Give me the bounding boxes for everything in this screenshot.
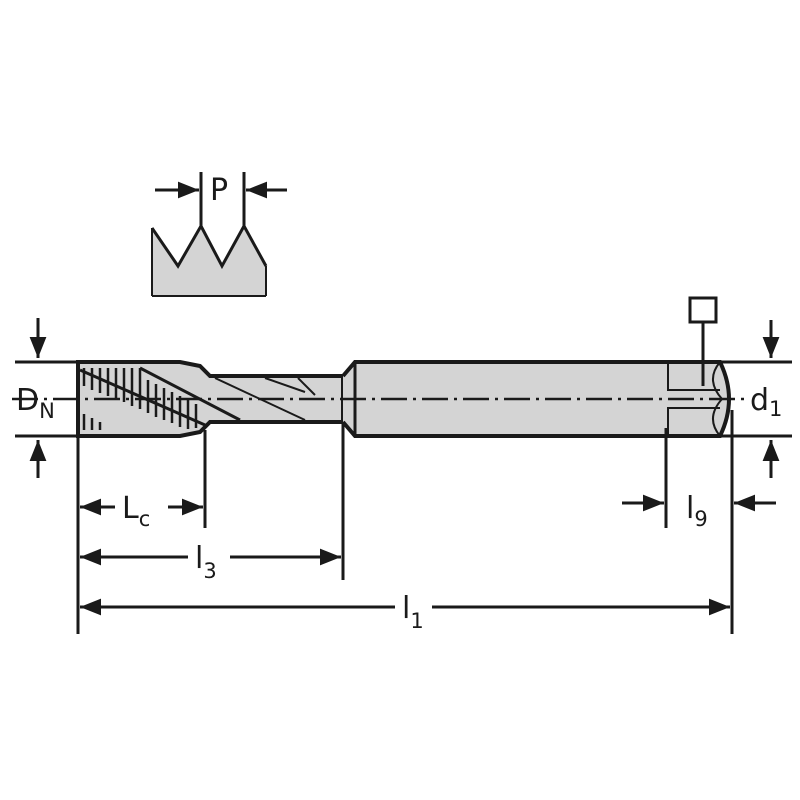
chamfer-length-label: Lc bbox=[122, 491, 150, 531]
nominal-diameter-label: DN bbox=[16, 383, 55, 423]
pitch-label: P bbox=[210, 173, 228, 208]
nominal-diameter-dimension: DN bbox=[15, 318, 78, 478]
thread-length-label: l3 bbox=[195, 541, 217, 583]
total-length-label: l1 bbox=[402, 591, 424, 633]
chamfer-length-dimension: Lc bbox=[80, 491, 203, 531]
thread-hatching bbox=[82, 368, 198, 430]
shank-diameter-label: d1 bbox=[750, 383, 782, 421]
tap-body bbox=[12, 360, 748, 438]
thread-profile: P bbox=[150, 172, 287, 297]
square-drive-symbol bbox=[688, 296, 718, 386]
square-length-label: l9 bbox=[686, 491, 708, 531]
square-length-dimension: l9 bbox=[622, 491, 776, 531]
thread-length-dimension: l3 bbox=[80, 541, 341, 583]
total-length-dimension: l1 bbox=[80, 591, 730, 633]
